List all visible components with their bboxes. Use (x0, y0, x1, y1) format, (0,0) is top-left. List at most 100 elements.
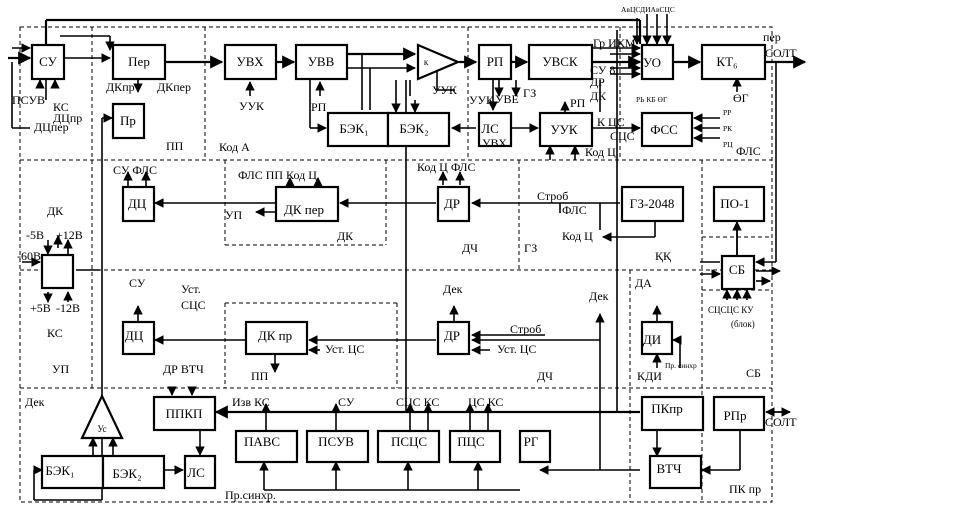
label-su-2: СУ (129, 276, 146, 290)
block-fss-label: ФСС (650, 122, 678, 137)
block-fss: ФСС (640, 111, 694, 148)
block-rp: РП (477, 43, 513, 81)
label-up-2: УП (52, 362, 69, 376)
block-kt6-label: КТ₆ (716, 54, 737, 69)
block-ppkp: ППКП (152, 395, 217, 432)
block-bek2b-label: БЭК₂ (112, 466, 141, 481)
label-dek: Дек (443, 282, 463, 296)
label-da: ДА (635, 276, 652, 290)
label-rp-2: РП (570, 96, 586, 110)
block-ls-bottom: ЛС (183, 454, 217, 490)
block-vtch-label: ВТЧ (657, 461, 682, 476)
block-pscs-label: ПСЦС (391, 434, 427, 449)
label-per: пер (763, 30, 781, 44)
block-pavs: ПАВС (234, 429, 299, 464)
block-di: ДИ (640, 320, 674, 356)
block-pkpr: ПКпр (640, 395, 705, 432)
block-k-amplifier: к (416, 43, 461, 81)
block-ls-label: ЛС (481, 121, 499, 136)
label-dk-pr: ДКпр (106, 80, 135, 94)
label-dr-vtch: ДР ВТЧ (163, 362, 204, 376)
block-dc-middle: ДЦ (121, 185, 156, 223)
label-su8: СУ 8 (590, 63, 615, 77)
label-pp-2: ПП (251, 369, 269, 383)
label-su-3: СУ (338, 395, 355, 409)
label-pr-sinhr: Пр. синхр (665, 361, 697, 370)
label-sb-2: СБ (746, 366, 761, 380)
connections (8, 14, 807, 501)
block-bek1-label: БЭК₁ (339, 121, 368, 136)
label-pk-pr: ПК пр (729, 482, 761, 496)
block-per: Пер (111, 43, 167, 81)
label-kod-a: Код А (219, 140, 250, 154)
block-ppkp-label: ППКП (166, 406, 203, 421)
label-dk-per: ДКпер (157, 80, 191, 94)
block-dr-middle: ДР (436, 185, 471, 223)
label-m5: -5В (26, 228, 44, 242)
block-di-label: ДИ (643, 332, 661, 347)
label-og: ӨГ (733, 91, 749, 105)
label-ks-2: КС (47, 326, 63, 340)
label-dk-left: ДК (47, 204, 64, 218)
block-bek2-label: БЭК₂ (399, 121, 428, 136)
label-rp: РП (311, 100, 327, 114)
label-dr: ДР (590, 75, 605, 89)
label-top-small: АвЦСДИАвСЦС (621, 5, 675, 14)
block-dc2-label: ДЦ (125, 328, 144, 343)
block-vtch: ВТЧ (648, 454, 703, 490)
block-k-label: к (424, 57, 429, 67)
label-pr-sinhr-2: Пр.синхр. (225, 488, 276, 502)
label-izv-ks: Изв КС (232, 395, 270, 409)
label-dch-2: ДЧ (537, 369, 553, 383)
label-gz-2: ГЗ (524, 241, 537, 255)
block-rg: РГ (518, 429, 552, 464)
block-pcs-label: ПЦС (457, 434, 484, 449)
block-gz2048-label: ГЗ-2048 (630, 196, 675, 211)
label-kcs: К ЦС (597, 115, 625, 129)
label-m60: -60В (17, 249, 41, 263)
block-dr-label: ДР (444, 196, 460, 211)
label-ust: Уст. (181, 282, 201, 296)
block-psuv: ПСУВ (305, 429, 370, 464)
block-sb: СБ (720, 254, 756, 291)
label-up: УП (225, 208, 242, 222)
label-scs-ks: СЦС КС (396, 395, 439, 409)
block-su-label: СУ (39, 54, 57, 69)
label-m12: -12В (56, 301, 80, 315)
block-rpr-label: РПр (723, 408, 746, 423)
label-fls-pp-kodc: ФЛС ПП Код Ц (238, 168, 317, 182)
label-rc: РЦ (723, 140, 733, 149)
label-dek-3: Дек (25, 395, 45, 409)
block-uuk-label: УУК (550, 122, 577, 137)
block-dr2-label: ДР (444, 328, 460, 343)
label-kodc-fls: Код Ц ФЛС (417, 160, 476, 174)
label-dc-per: ДЦпер (34, 120, 69, 134)
block-bek2-top: БЭК₂ (386, 111, 451, 148)
block-power-supply (40, 253, 75, 290)
label-sb-bottom: СЦСЦС КУ (708, 305, 754, 315)
label-kdi: КДИ (637, 369, 662, 383)
block-psuv-label: ПСУВ (318, 434, 354, 449)
block-pr: Пр (111, 102, 146, 140)
label-dk-mid: ДК (337, 229, 354, 243)
block-dk-per: ДК пер (274, 185, 340, 223)
label-uve: УВЕ (495, 92, 519, 106)
label-dek-2: Дек (589, 289, 609, 303)
block-us-amplifier: Ус (80, 393, 124, 440)
block-uo: УО (640, 43, 675, 81)
block-gz2048: ГЗ-2048 (620, 185, 685, 223)
block-bek1-top: БЭК₁ (326, 111, 390, 148)
label-uvh: УВХ (482, 136, 507, 150)
block-po1-label: ПО-1 (720, 196, 750, 211)
label-fls: ФЛС (736, 144, 761, 158)
label-strob: Строб (537, 189, 568, 203)
label-kodc-2: Код Ц (562, 229, 593, 243)
block-uo-label: УО (643, 55, 661, 70)
block-po1: ПО-1 (712, 185, 766, 223)
label-uo-bottom: РЬ КБ ӨГ (636, 95, 668, 104)
label-solt: СОЛТ (765, 46, 797, 60)
block-uvsk-label: УВСК (542, 54, 578, 69)
label-gr-ikm: Гр ИКМ (593, 36, 636, 50)
label-ks: КС (53, 100, 69, 114)
